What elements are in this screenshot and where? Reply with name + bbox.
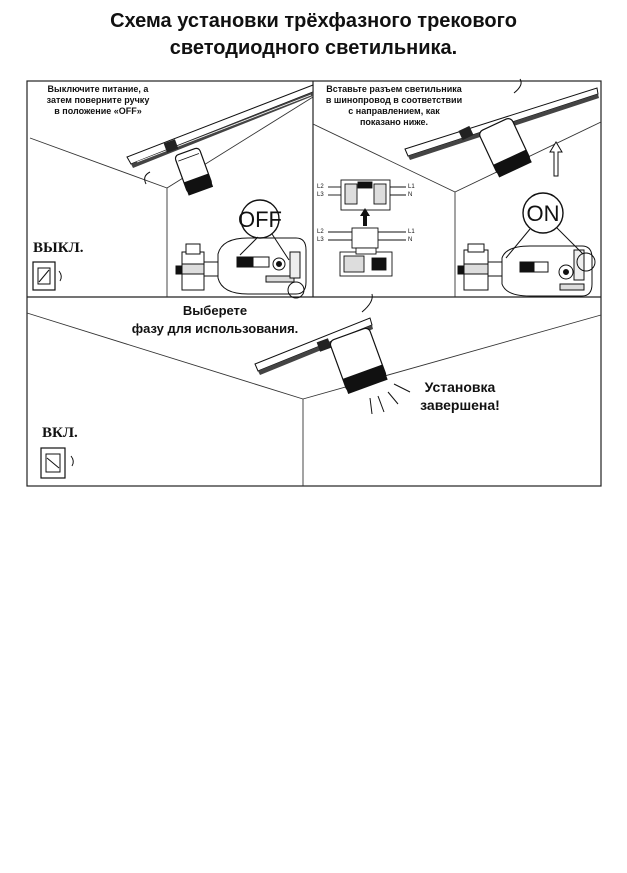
off-badge-text: OFF (238, 207, 282, 232)
switch-on-label: ВКЛ. (42, 425, 78, 441)
completion-line: завершена! (420, 397, 500, 413)
panel1-spotlight-icon (163, 139, 214, 196)
completion-message: Установка завершена! (405, 378, 515, 414)
switch-off-icon (32, 261, 62, 291)
wire-label: L2 (317, 184, 324, 190)
step2-instruction-line: в шинопровод в соответствии (325, 95, 463, 105)
panel2-up-arrow-icon (549, 141, 563, 177)
panel2-connector-schematic-bottom (328, 227, 406, 277)
step1-instruction: Выключите питание, а затем поверните руч… (28, 84, 168, 117)
on-badge-text: ON (527, 201, 560, 226)
panel1-connector-closeup (175, 237, 307, 299)
wire-label: N (408, 192, 413, 198)
light-rays-icon (369, 383, 411, 415)
panel1-rotate-arrow-icon (144, 171, 151, 185)
step2-instruction-line: показано ниже. (359, 117, 429, 127)
panel2-connector-schematic-top (328, 179, 406, 211)
wire-label: N (408, 237, 413, 243)
panel2-on-badge: ON (505, 192, 584, 259)
page-title: Схема установки трёхфазного трекового св… (0, 8, 627, 62)
step2-instruction-line: с направлением, как (348, 106, 440, 116)
panel3-spotlight-icon (316, 327, 388, 394)
panel2-connector-closeup (457, 243, 596, 297)
title-line-2: светодиодного светильника. (169, 37, 458, 59)
step2-instruction: Вставьте разъем светильника в шинопровод… (314, 84, 474, 128)
wire-label: L3 (317, 192, 324, 198)
step1-instruction-line: затем поверните ручку (46, 95, 150, 105)
connector-label-top-right: L1 N (408, 183, 415, 199)
wire-label: L3 (317, 237, 324, 243)
wire-label: L1 (408, 184, 415, 190)
connector-label-top-left: L2 L3 (317, 183, 324, 199)
step1-instruction-line: в положение «OFF» (54, 106, 142, 116)
wire-label: L2 (317, 229, 324, 235)
diagram-frame (26, 80, 602, 487)
wire-label: L1 (408, 229, 415, 235)
title-line-1: Схема установки трёхфазного трекового (110, 10, 517, 32)
step3-instruction-line: Выберете (182, 303, 248, 318)
step2-instruction-line: Вставьте разъем светильника (326, 84, 462, 94)
connector-label-bottom-right: L1 N (408, 228, 415, 244)
switch-off-label: ВЫКЛ. (33, 240, 84, 256)
step3-instruction-line: фазу для использования. (131, 321, 299, 336)
switch-on-icon (40, 447, 74, 479)
step3-instruction: Выберете фазу для использования. (110, 302, 320, 338)
panel2-spotlight-icon (458, 118, 532, 178)
connector-label-bottom-left: L2 L3 (317, 228, 324, 244)
panel1-off-badge: OFF (238, 199, 290, 261)
panel2-insert-arrow-icon (360, 208, 370, 226)
completion-line: Установка (424, 379, 496, 395)
step1-instruction-line: Выключите питание, а (47, 84, 149, 94)
